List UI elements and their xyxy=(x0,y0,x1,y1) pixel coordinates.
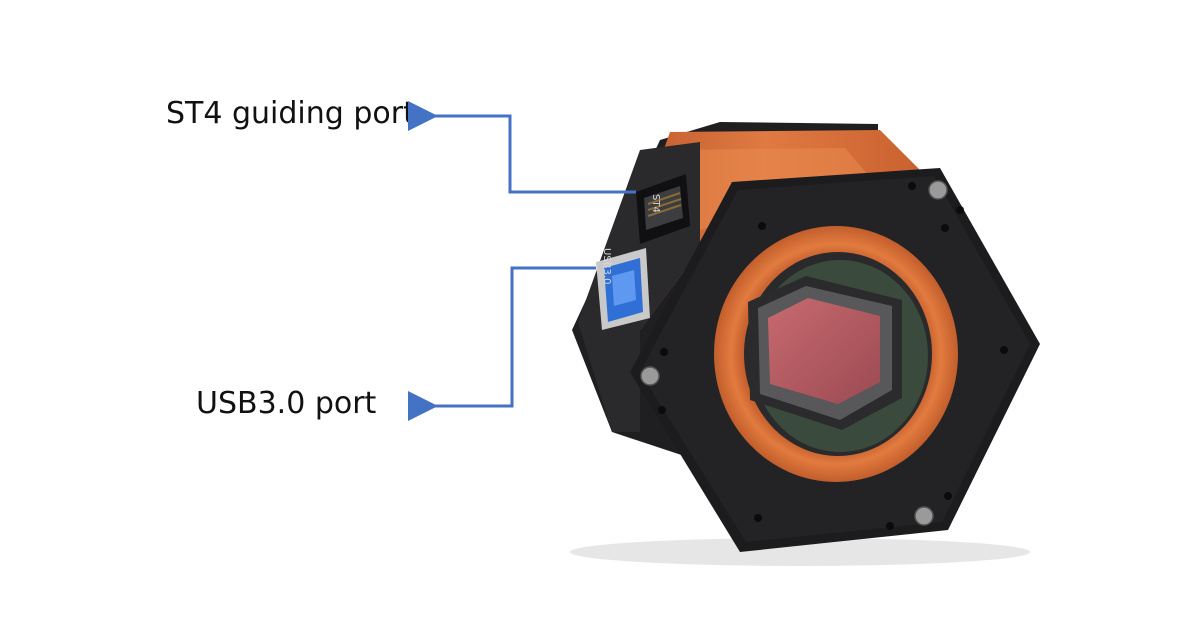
usb-port: USB3.0 xyxy=(596,248,650,330)
st4-callout-arrow xyxy=(408,101,636,194)
usb-port-print: USB3.0 xyxy=(601,248,612,284)
camera-shadow xyxy=(570,538,1030,566)
st4-port-label: ST4 guiding port xyxy=(166,96,415,131)
image-sensor xyxy=(748,276,902,430)
usb-callout-arrow xyxy=(408,266,596,421)
usb-port-label: USB3.0 port xyxy=(196,386,377,421)
front-screws xyxy=(640,180,1008,530)
st4-port: ST4 xyxy=(636,174,690,244)
st4-port-print: ST4 xyxy=(650,194,661,213)
